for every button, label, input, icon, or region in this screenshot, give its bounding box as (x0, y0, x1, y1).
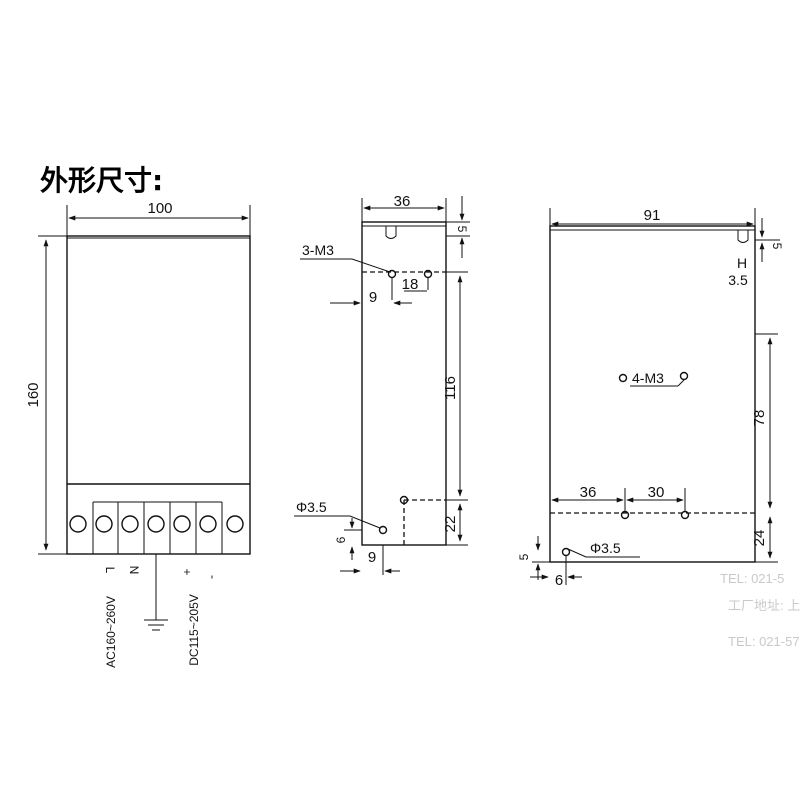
bg-text-1: TEL: 021-5 (720, 571, 784, 586)
input-ac-label: AC160~260V (104, 596, 118, 668)
side-edge-offset-label: 9 (369, 289, 377, 306)
back-view: 91 5 H 3.5 4-M3 78 24 36 30 Φ3.5 (517, 207, 784, 589)
terminal-screw-5 (173, 515, 191, 533)
side-bottom-span-label: 22 (442, 516, 459, 533)
side-bore-offset-label: 9 (368, 549, 376, 566)
bg-text-3: TEL: 021-57800415 (728, 634, 800, 649)
back-vertical-span-label: 78 (751, 410, 768, 427)
input-dc-label: DC115~205V (187, 594, 201, 666)
back-hole-spacing-label: 30 (648, 484, 665, 501)
side-mount-hole-1 (387, 269, 397, 279)
background-text: TEL: 021-5 工厂地址: 上海市 TEL: 021-57800415 (720, 571, 800, 649)
back-bore-offset-label: 6 (555, 572, 563, 589)
back-mount-hole-1 (618, 373, 628, 383)
side-bore-height-label: 6 (334, 536, 348, 543)
bg-text-2: 工厂地址: 上海市 (728, 598, 800, 613)
back-thread-label: 4-M3 (632, 370, 664, 386)
terminal-screw-6 (199, 515, 217, 533)
back-top-offset-label: 5 (770, 243, 784, 250)
back-h-value: 3.5 (728, 272, 748, 288)
terminal-screw-4 (147, 515, 165, 533)
back-bore-hole (561, 547, 571, 557)
back-bore-label: Φ3.5 (590, 540, 621, 556)
terminal-block (69, 484, 251, 554)
back-body-outline (549, 225, 756, 563)
front-width-label: 100 (147, 200, 172, 217)
side-bore-hole (378, 525, 388, 535)
back-bore-leader (567, 548, 640, 558)
back-width-label: 91 (644, 207, 661, 224)
side-bore-leader (294, 515, 381, 529)
back-h-label: H (737, 255, 747, 271)
ground-icon (144, 619, 168, 631)
front-view: 100 160 L N + - AC160~260V DC115~205V (25, 200, 251, 668)
side-width-label: 36 (394, 193, 411, 210)
terminal-label-n: N (127, 566, 141, 575)
terminal-label-l: L (103, 567, 117, 574)
back-bottom-span-label: 24 (751, 530, 768, 547)
side-top-slot (385, 226, 397, 239)
side-view: 36 5 3-M3 18 9 116 22 Φ3.5 (294, 193, 470, 575)
back-mount-hole-2 (679, 371, 689, 381)
back-mount-hole-4 (680, 510, 690, 520)
terminal-screw-7 (226, 515, 244, 533)
front-body-outline (66, 235, 251, 555)
side-hole-spacing-label: 18 (402, 276, 419, 293)
side-top-offset-label: 5 (455, 226, 469, 233)
side-vertical-span-label: 116 (442, 376, 459, 400)
back-top-slot (737, 230, 749, 243)
page-title: 外形尺寸: (40, 164, 163, 197)
side-thread-label: 3-M3 (302, 242, 334, 258)
side-bore-label: Φ3.5 (296, 499, 327, 515)
terminal-screw-2 (95, 515, 113, 533)
side-mount-hole-3 (399, 495, 409, 505)
front-height-label: 160 (25, 382, 42, 407)
terminal-label-plus: + (180, 568, 194, 575)
terminal-screw-1 (69, 515, 87, 533)
side-thread-leader (300, 258, 391, 273)
terminal-label-minus: - (206, 575, 220, 579)
back-left-offset-label: 36 (580, 484, 597, 501)
side-mount-hole-2 (423, 269, 433, 279)
back-bore-height-label: 5 (517, 553, 531, 560)
terminal-screw-3 (121, 515, 139, 533)
